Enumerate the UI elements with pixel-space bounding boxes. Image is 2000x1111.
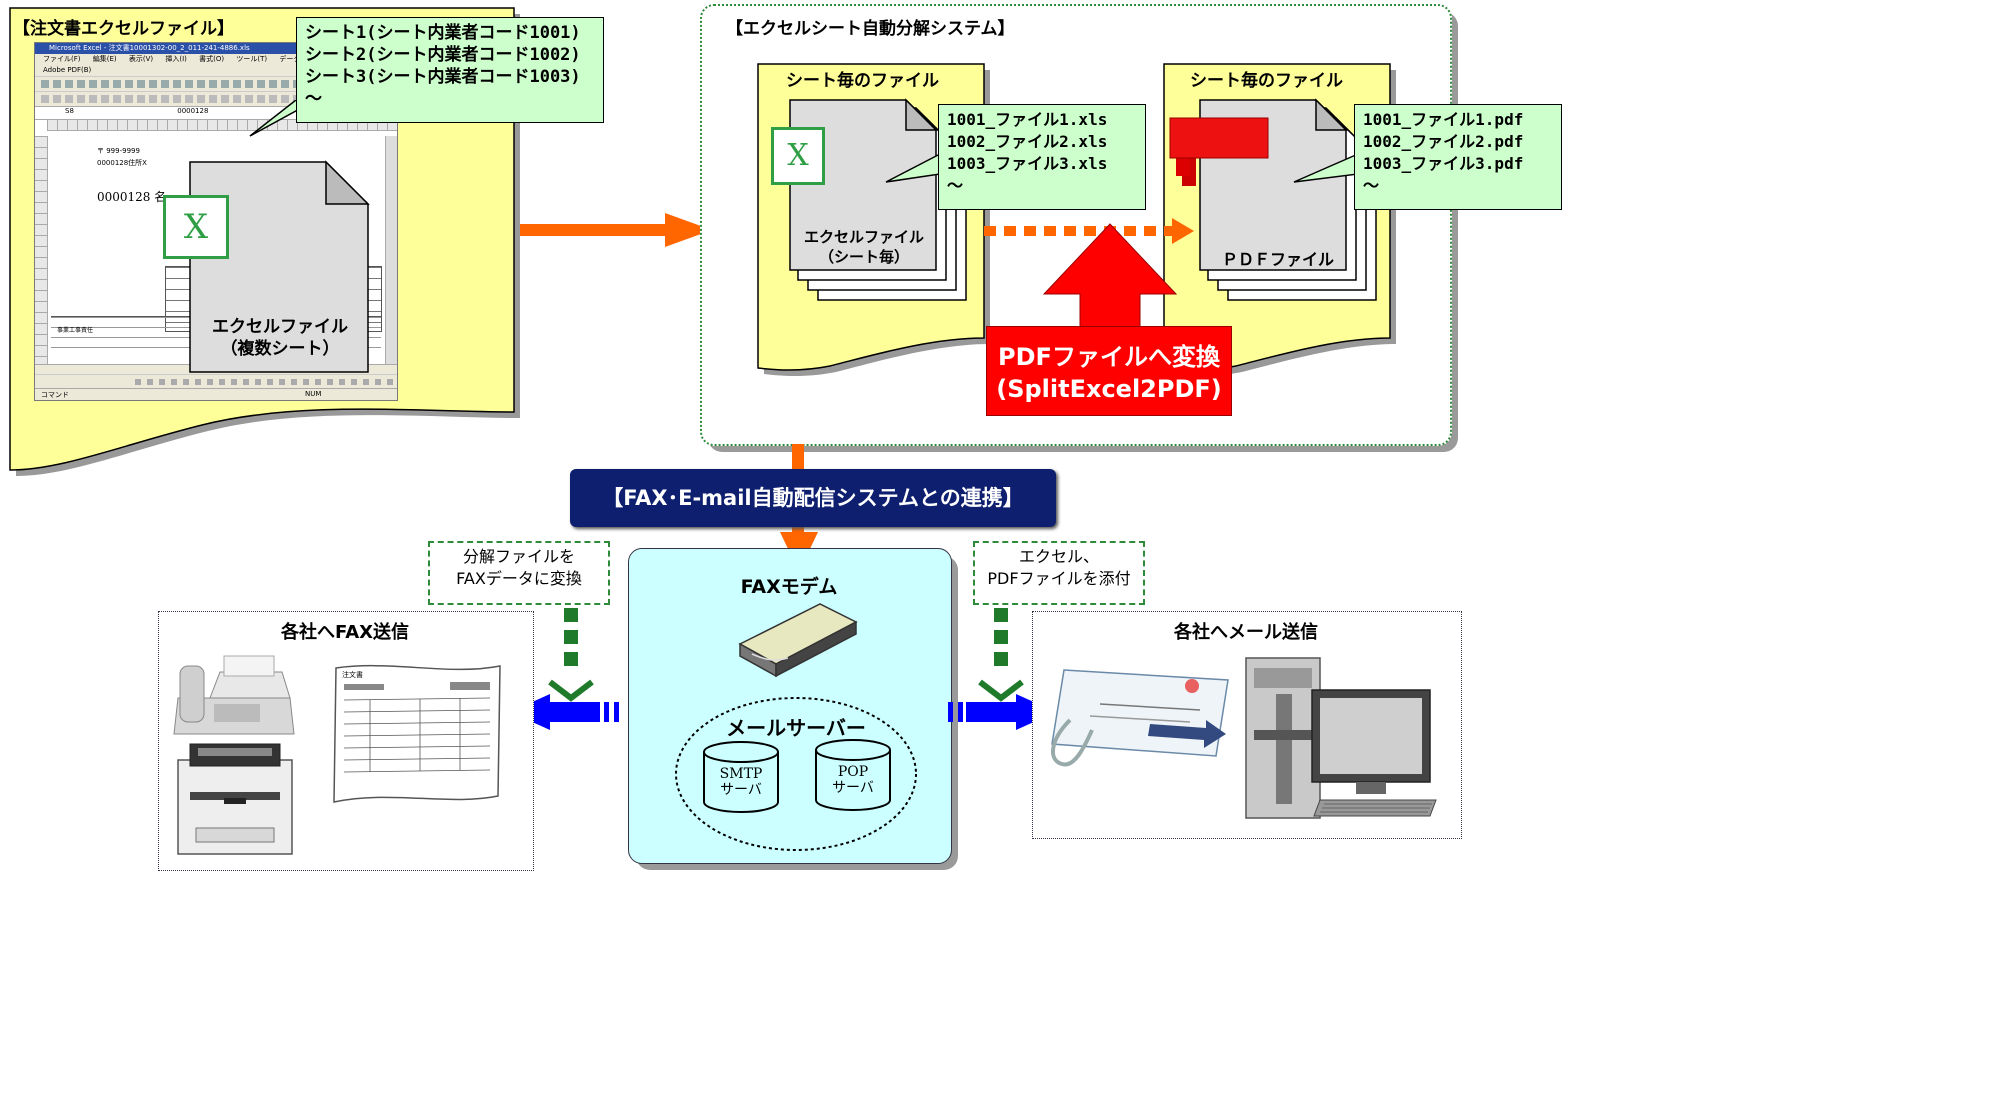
sheet-list-callout: シート1(シート内業者コード1001) シート2(シート内業者コード1002) …: [296, 17, 604, 123]
menu-item[interactable]: 書式(O): [199, 55, 225, 63]
smtp-server-label: SMTP サーバ: [700, 766, 782, 798]
excel-sheet-doc-label-line2: （シート毎）: [818, 248, 909, 266]
formula-input[interactable]: 0000128: [177, 107, 209, 115]
status-num: NUM: [305, 390, 322, 398]
printer-icon: [177, 743, 293, 855]
excel-sheet-doc-label: エクセルファイル （シート毎）: [790, 227, 938, 267]
xls-files-callout: 1001_ファイル1.xls 1002_ファイル2.xls 1003_ファイル3…: [938, 104, 1146, 210]
fax-email-integration-banner: 【FAX･E-mail自動配信システムとの連携】: [570, 469, 1056, 527]
address-line: 〒 999-9999: [97, 147, 140, 155]
excel-document-icon: [189, 160, 370, 373]
excel-sheet-doc-label-line1: エクセルファイル: [803, 228, 924, 246]
pdf-callout-pointer: [1293, 152, 1359, 183]
mail-send-title: 各社へメール送信: [1174, 622, 1318, 643]
menu-item[interactable]: データ: [279, 55, 301, 63]
row-header-column: [35, 136, 48, 364]
pdf-file-line: 1003_ファイル3.pdf: [1363, 154, 1524, 173]
mail-note-line2: PDFファイルを添付: [987, 569, 1131, 588]
menu-item[interactable]: ファイル(F): [43, 55, 81, 63]
fax-conversion-note: 分解ファイルを FAXデータに変換: [428, 541, 610, 605]
menu-item[interactable]: 表示(V): [128, 55, 154, 63]
green-dashed-arrow-left: [548, 608, 594, 702]
convert-pdf-line1: PDFファイルへ変換: [998, 343, 1220, 371]
convert-pdf-line2: (SplitExcel2PDF): [996, 375, 1222, 403]
menu-item[interactable]: 編集(E): [92, 55, 117, 63]
pop-server-label: POP サーバ: [812, 764, 894, 796]
sheet-line: シート3(シート内業者コード1003): [305, 67, 581, 87]
excel-sheet-document-stack: [789, 98, 967, 301]
smtp-line2: サーバ: [720, 782, 762, 798]
sheet-files-title-xls: シート毎のファイル: [786, 71, 939, 91]
dotted-orange-arrow: [984, 218, 1194, 244]
pdf-files-callout: 1001_ファイル1.pdf 1002_ファイル2.pdf 1003_ファイル3…: [1354, 104, 1562, 210]
xls-callout-pointer: [885, 152, 941, 183]
excel-file-panel-title: 【注文書エクセルファイル】: [13, 19, 234, 39]
red-convert-arrow: [1042, 223, 1178, 332]
sheet-line: ～: [305, 89, 322, 109]
pdf-file-line: ～: [1363, 176, 1380, 195]
fax-modem-label: FAXモデム: [740, 576, 838, 598]
pdf-file-line: 1002_ファイル2.pdf: [1363, 132, 1524, 151]
excel-status-bar: コマンド NUM: [35, 388, 397, 400]
pdf-doc-label: ＰＤＦファイル: [1221, 250, 1334, 269]
fax-machine-icon: [173, 655, 295, 735]
pdf-icon: [1169, 117, 1269, 186]
green-dashed-arrow-right: [978, 608, 1024, 702]
mail-server-label: メールサーバー: [726, 716, 866, 740]
status-text: コマンド: [41, 391, 69, 399]
excel-vertical-scrollbar[interactable]: [385, 136, 397, 364]
company-code-text: 0000128 名: [97, 190, 167, 204]
menu-item[interactable]: ツール(T): [236, 55, 268, 63]
pop-server-icon: [815, 739, 891, 811]
excel-column-header: [47, 120, 397, 131]
convert-pdf-label-box: PDFファイルへ変換 (SplitExcel2PDF): [986, 326, 1232, 416]
split-system-title: 【エクセルシート自動分解システム】: [726, 19, 1015, 39]
desktop-computer-icon: [1245, 657, 1437, 819]
mail-attach-note: エクセル、 PDFファイルを添付: [973, 541, 1145, 605]
excel-icon-small: X: [771, 127, 825, 185]
sheet-line: シート2(シート内業者コード1002): [305, 45, 581, 65]
sheet-line: シート1(シート内業者コード1001): [305, 23, 581, 43]
pdf-file-line: 1001_ファイル1.pdf: [1363, 110, 1524, 129]
pop-line1: POP: [837, 764, 869, 780]
adobe-menu[interactable]: Adobe PDF(B): [35, 66, 397, 76]
excel-icon: X: [163, 195, 229, 259]
menu-item[interactable]: 挿入(I): [165, 55, 187, 63]
excel-document-label-line2: （複数シート）: [220, 339, 340, 359]
fax-document-title: 注文書: [342, 671, 363, 679]
cell-reference-box[interactable]: S8: [65, 107, 74, 115]
address-line: 0000128住所X: [97, 159, 147, 167]
excel-document-label: エクセルファイル （複数シート）: [190, 316, 370, 360]
xls-file-line: 1003_ファイル3.xls: [947, 154, 1108, 173]
xls-file-line: 1002_ファイル2.xls: [947, 132, 1108, 151]
fax-modem-icon: [738, 603, 858, 678]
mail-note-line1: エクセル、: [1018, 547, 1099, 566]
smtp-line1: SMTP: [719, 766, 763, 782]
pop-line2: サーバ: [832, 780, 874, 796]
xls-file-line: ～: [947, 176, 964, 195]
email-envelope-icon: [1051, 669, 1229, 767]
fax-note-line1: 分解ファイルを: [462, 547, 575, 566]
excel-drawing-toolbar: [35, 374, 397, 389]
row-label: 事業工事責任: [57, 327, 94, 334]
excel-window-titlebar: Microsoft Excel - 注文書10001302-00_2_011-2…: [35, 43, 397, 54]
smtp-server-icon: [703, 741, 779, 813]
fax-note-line2: FAXデータに変換: [456, 569, 582, 588]
excel-document-label-line1: エクセルファイル: [212, 317, 348, 337]
sheet-files-title-pdf: シート毎のファイル: [1190, 71, 1343, 91]
fax-send-title: 各社へFAX送信: [280, 622, 410, 643]
fax-document-icon: [333, 664, 501, 803]
xls-file-line: 1001_ファイル1.xls: [947, 110, 1108, 129]
